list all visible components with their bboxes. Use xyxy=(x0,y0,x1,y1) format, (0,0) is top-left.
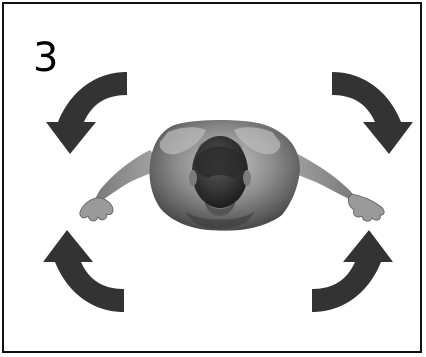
curved-arrow-down-left-icon xyxy=(46,72,127,154)
person-top-view-figure xyxy=(80,120,384,231)
left-hand xyxy=(80,198,113,221)
curved-arrow-up-right-icon xyxy=(312,230,393,312)
right-hand xyxy=(348,194,384,221)
right-ear xyxy=(243,170,251,186)
curved-arrow-down-right-icon xyxy=(332,72,413,154)
hair xyxy=(196,147,245,179)
left-ear xyxy=(189,170,197,186)
curved-arrow-up-left-icon xyxy=(43,230,124,312)
